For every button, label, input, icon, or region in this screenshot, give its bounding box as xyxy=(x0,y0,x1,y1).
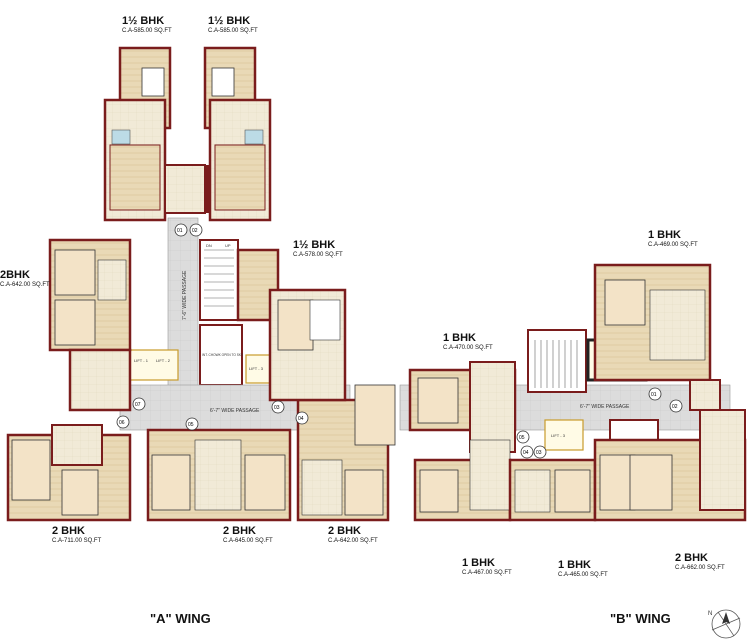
unit-label-12: 2 BHK C.A-662.00 SQ.FT xyxy=(675,552,725,572)
internal-chowk-a: INT. CHOWK OPEN TO SKY xyxy=(199,324,244,386)
unit-block-1-5bhk-left xyxy=(103,46,206,222)
unit-type: 1 BHK xyxy=(558,559,592,571)
a-passage-label: 6'-7" WIDE PASSAGE xyxy=(210,408,260,414)
unit-area: C.A-469.00 SQ.FT xyxy=(648,242,698,248)
unit-label-9: 1 BHK C.A-469.00 SQ.FT xyxy=(648,229,698,249)
unit-area: C.A-467.00 SQ.FT xyxy=(462,570,512,576)
north-arrow: N xyxy=(708,609,741,639)
marker-a-01: 01 xyxy=(177,228,183,234)
unit-block-2bhk-lower-left xyxy=(6,424,132,522)
marker-b-02: 02 xyxy=(672,404,678,410)
unit-block-1bhk-lower-left-b xyxy=(413,439,512,522)
lift-3-label: LIFT - 3 xyxy=(249,366,264,371)
unit-type: 2 BHK xyxy=(675,552,709,564)
unit-block-2bhk-right-a xyxy=(296,384,396,522)
unit-type: 1½ BHK xyxy=(122,15,165,27)
unit-block-2bhk-upper-left xyxy=(48,238,132,412)
lifts-a: LIFT - 1 LIFT - 2 LIFT - 3 xyxy=(129,349,271,384)
marker-a-02: 02 xyxy=(192,228,198,234)
unit-area: C.A-645.00 SQ.FT xyxy=(223,538,273,544)
unit-label-10: 1 BHK C.A-467.00 SQ.FT xyxy=(462,557,512,577)
lift-2-label: LIFT - 2 xyxy=(156,358,171,363)
unit-block-2bhk-center xyxy=(146,428,292,522)
wing-b-label: "B" WING xyxy=(610,611,671,626)
unit-area: C.A-578.00 SQ.FT xyxy=(293,252,343,258)
unit-block-1bhk-lower-center-b xyxy=(508,458,597,522)
marker-a-04: 04 xyxy=(298,416,304,422)
unit-type: 1½ BHK xyxy=(208,15,251,27)
wing-a-label: "A" WING xyxy=(150,611,211,626)
stair-up: UP xyxy=(225,243,231,248)
unit-label-11: 1 BHK C.A-465.00 SQ.FT xyxy=(558,559,608,579)
b-wing: 6'-7" WIDE PASSAGE LIFT - 2 LIFT - 1 INT… xyxy=(399,263,747,522)
marker-a-05: 05 xyxy=(188,422,194,428)
staircase-a: UP DN xyxy=(199,239,239,321)
unit-number-markers: 01 02 03 04 05 06 07 01 02 03 04 05 xyxy=(116,223,683,459)
unit-label-2: 1½ BHK C.A-585.00 SQ.FT xyxy=(208,15,258,35)
unit-area: C.A-642.00 SQ.FT xyxy=(0,282,50,288)
marker-b-05: 05 xyxy=(519,435,525,441)
unit-label-7: 2 BHK C.A-642.00 SQ.FT xyxy=(328,525,378,545)
unit-block-1bhk-upper-left-b xyxy=(408,361,517,453)
unit-area: C.A-470.00 SQ.FT xyxy=(443,345,493,351)
unit-label-3: 1½ BHK C.A-578.00 SQ.FT xyxy=(293,239,343,259)
marker-a-03: 03 xyxy=(274,405,280,411)
unit-block-1-5bhk-right xyxy=(203,46,272,222)
unit-type: 2 BHK xyxy=(52,525,86,537)
unit-block-1bhk-upper-right-b xyxy=(593,263,721,411)
unit-area: C.A-711.00 SQ.FT xyxy=(52,538,102,544)
unit-label-4: 2BHK C.A-642.00 SQ.FT xyxy=(0,269,50,289)
unit-type: 2BHK xyxy=(0,269,30,281)
unit-label-8: 1 BHK C.A-470.00 SQ.FT xyxy=(443,332,493,352)
north-label: N xyxy=(708,611,712,617)
chowk-label-a: INT. CHOWK OPEN TO SKY xyxy=(202,353,244,357)
b-passage-label: 6'-7" WIDE PASSAGE xyxy=(580,404,630,410)
unit-type: 1 BHK xyxy=(462,557,496,569)
lift-1-label: LIFT - 1 xyxy=(134,358,149,363)
unit-area: C.A-465.00 SQ.FT xyxy=(558,572,608,578)
unit-label-6: 2 BHK C.A-645.00 SQ.FT xyxy=(223,525,273,545)
marker-a-07: 07 xyxy=(135,402,141,408)
marker-b-04: 04 xyxy=(523,450,529,456)
a-wing: 7'-6" WIDE PASSAGE UP DN INT. CHOWK OPEN… xyxy=(6,46,396,522)
stair-dn: DN xyxy=(206,243,212,248)
marker-b-03: 03 xyxy=(536,450,542,456)
unit-area: C.A-585.00 SQ.FT xyxy=(208,28,258,34)
marker-b-01: 01 xyxy=(651,392,657,398)
unit-block-2bhk-right-b xyxy=(593,409,747,522)
unit-type: 1½ BHK xyxy=(293,239,336,251)
unit-block-1-5bhk-core-right xyxy=(236,248,347,402)
unit-type: 2 BHK xyxy=(223,525,257,537)
unit-type: 1 BHK xyxy=(443,332,477,344)
unit-type: 1 BHK xyxy=(648,229,682,241)
unit-area: C.A-662.00 SQ.FT xyxy=(675,565,725,571)
vertical-passage-label: 7'-6" WIDE PASSAGE xyxy=(182,270,188,320)
unit-type: 2 BHK xyxy=(328,525,362,537)
lift-b-3: LIFT - 3 xyxy=(551,433,566,438)
unit-label-5: 2 BHK C.A-711.00 SQ.FT xyxy=(52,525,102,545)
unit-area: C.A-585.00 SQ.FT xyxy=(122,28,172,34)
marker-a-06: 06 xyxy=(119,420,125,426)
unit-label-1: 1½ BHK C.A-585.00 SQ.FT xyxy=(122,15,172,35)
unit-area: C.A-642.00 SQ.FT xyxy=(328,538,378,544)
